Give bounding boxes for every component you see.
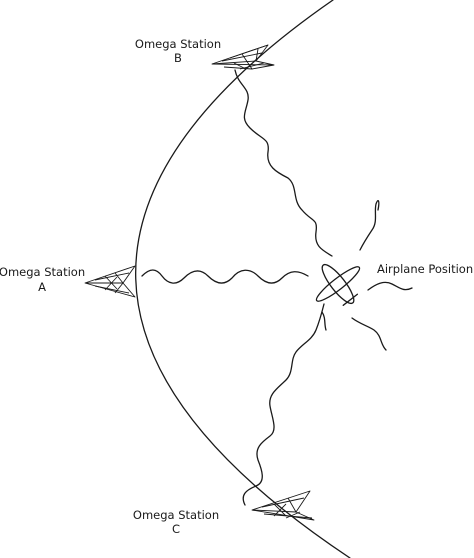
airplane-position-label: Airplane Position [377,262,473,276]
signal-wave-c [242,303,325,506]
signal-wave-out-3 [351,317,387,351]
signal-wave-b [234,69,333,257]
station-a-letter: A [38,280,46,294]
station-b-label: Omega Station [135,37,221,51]
radio-antenna-icon [84,265,136,298]
signal-wave-out-4 [321,311,327,331]
signal-wave-a [141,269,309,284]
earth-arc [135,0,351,558]
station-c-label: Omega Station [133,508,219,522]
radio-antenna-icon [211,44,275,70]
signal-wave-out-1 [359,199,380,251]
airplane-icon [315,263,361,306]
station-c-letter: C [172,522,180,536]
signal-wave-out-2 [367,281,413,291]
station-b-letter: B [174,51,182,65]
radio-antenna-icon [251,490,315,521]
station-a-label: Omega Station [0,265,85,279]
